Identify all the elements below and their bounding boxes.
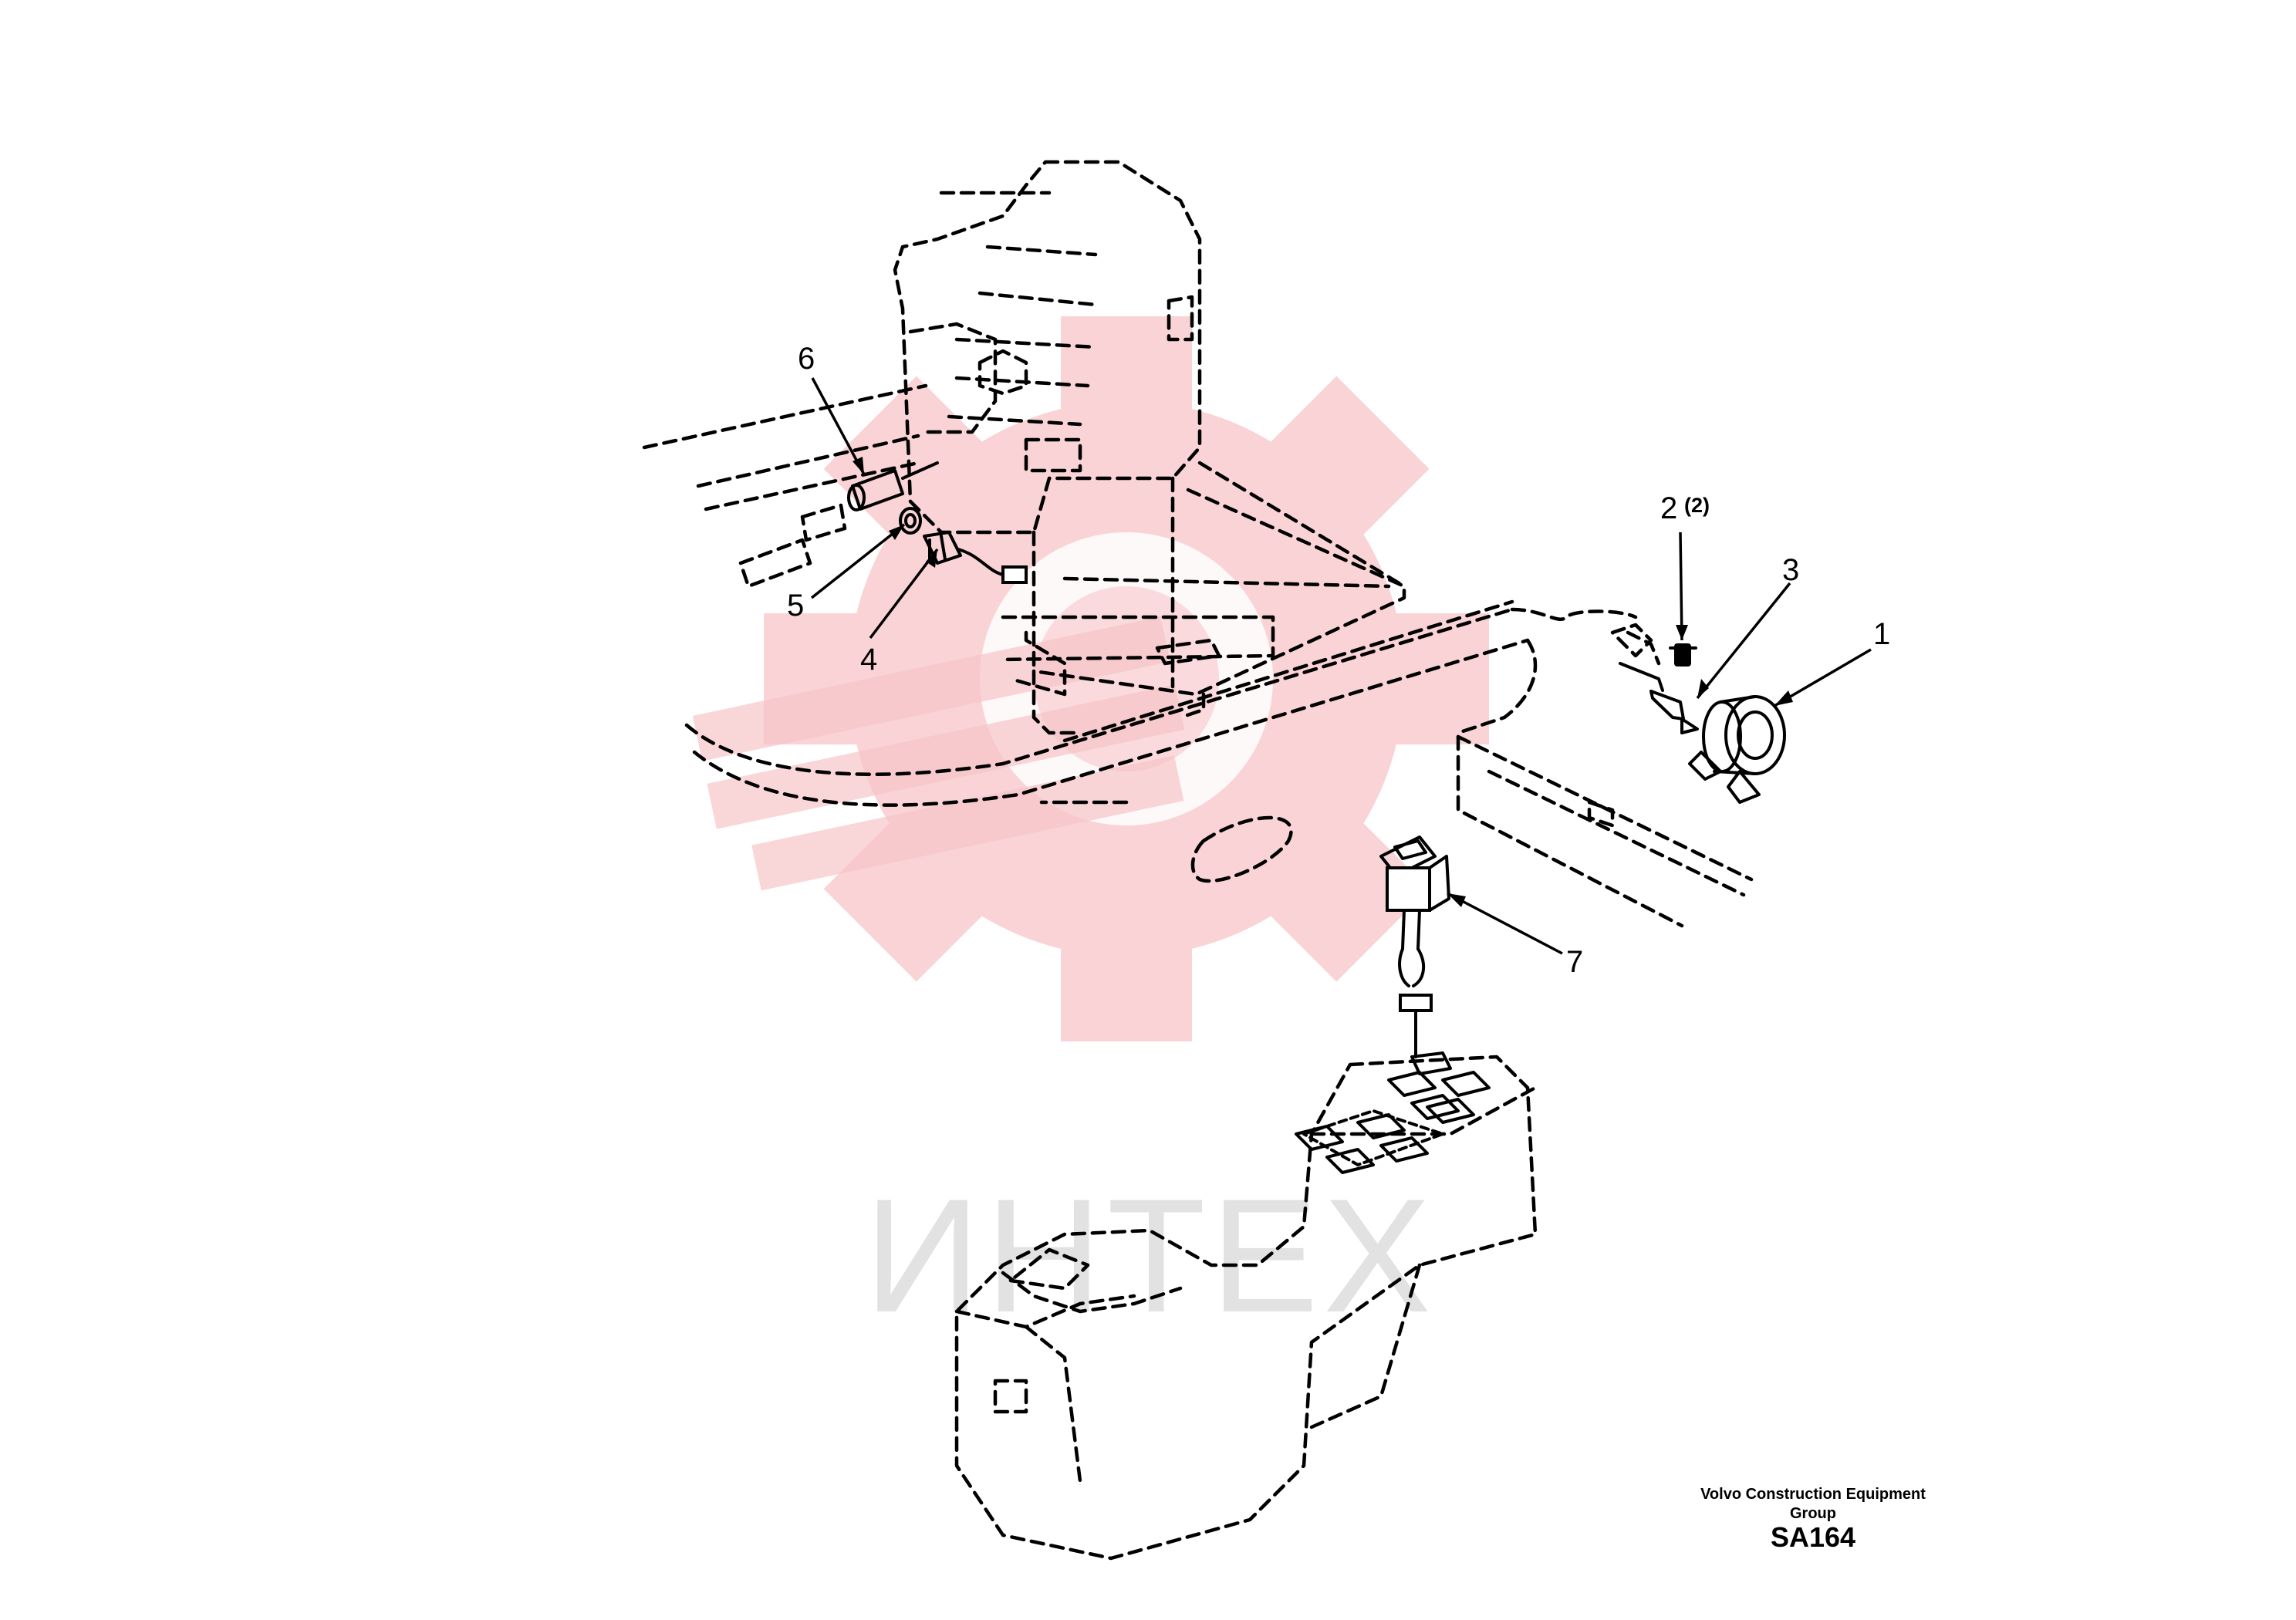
callout-1-label: 1 [1873, 617, 1890, 651]
console-switch-panel [1295, 1051, 1491, 1174]
alarm-buzzer-part [1688, 695, 1786, 804]
right-frame-outline [1456, 607, 1754, 928]
reference-company: Volvo Construction Equipment Group [1700, 1486, 1926, 1522]
floor-slot-outline [1190, 815, 1293, 883]
upper-frame-outline [642, 383, 1406, 735]
reference-code: SA164 [1770, 1521, 1856, 1553]
callout-4-label: 4 [860, 643, 877, 677]
frame-rail-outline [684, 599, 1530, 807]
callout-2-label: 2 [1660, 491, 1677, 525]
buzzer-harness [1619, 630, 1664, 692]
callout-5-label: 5 [787, 589, 804, 623]
adapter-fitting-part [847, 461, 939, 511]
callout-7-label: 7 [1566, 945, 1583, 979]
callout-6-label: 6 [798, 342, 815, 376]
callout-2-qty: (2) [1684, 494, 1710, 517]
operator-console-outline [954, 1055, 1538, 1561]
bracket-part [1649, 690, 1699, 734]
screw-part [1669, 643, 1697, 667]
watermark-text: ИНТЕХ [864, 1165, 1436, 1346]
rocker-switch-part [1379, 835, 1450, 1058]
o-ring-part [899, 507, 922, 535]
left-harness-outline [738, 503, 847, 589]
leader-arrowheads [853, 457, 1793, 907]
callout-3-label: 3 [1782, 553, 1799, 587]
